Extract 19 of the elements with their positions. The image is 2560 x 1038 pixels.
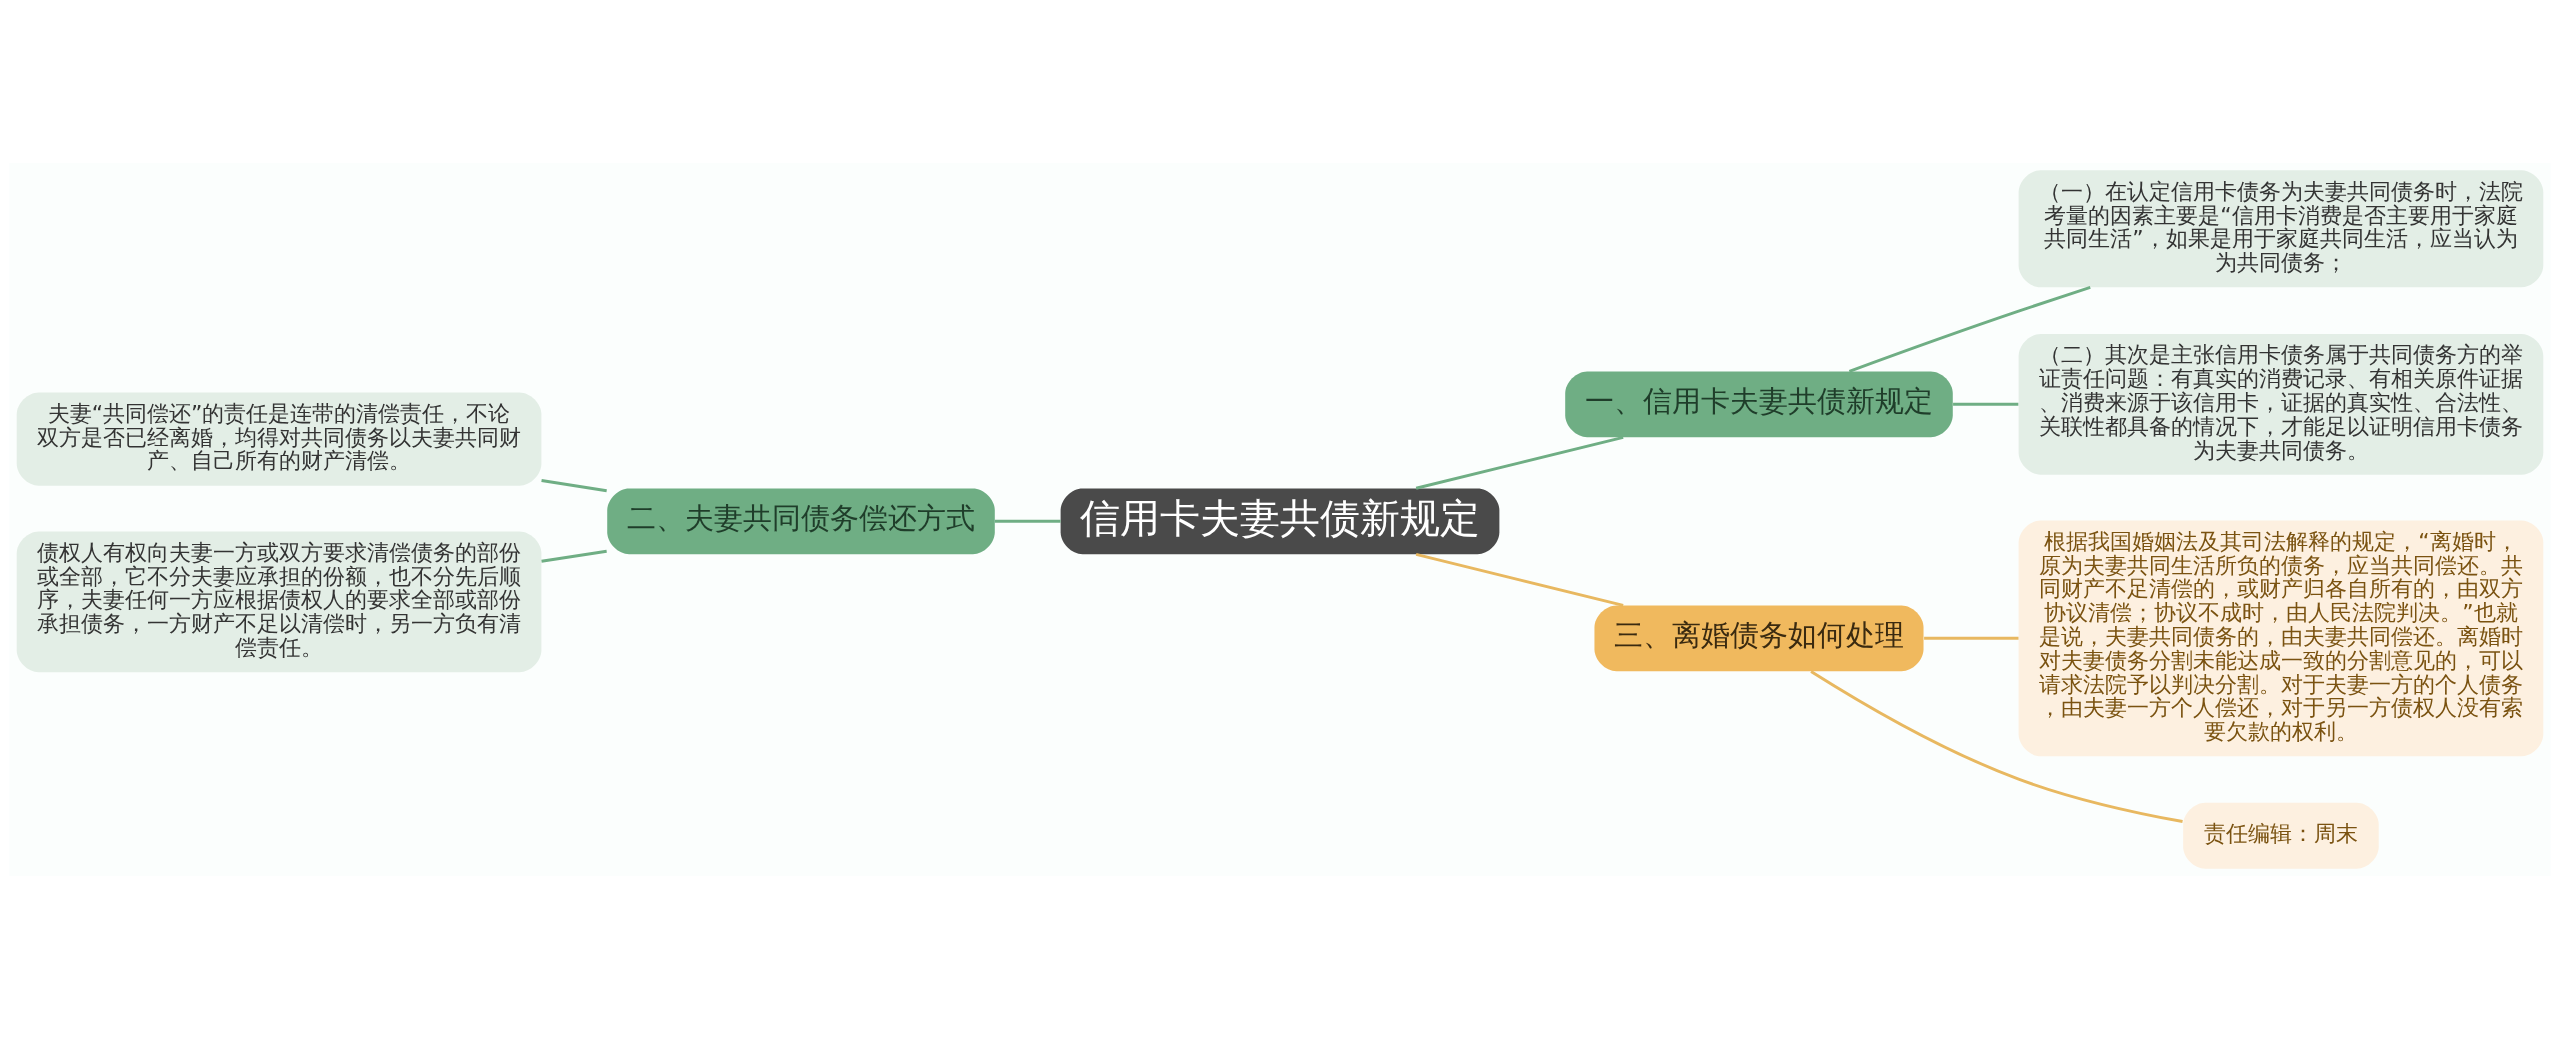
connector xyxy=(541,549,607,563)
node-box: 根据我国婚姻法及其司法解释的规定，“离婚时，原为夫妻共同生活所负的债务，应当共同偿还。共同财产不足清偿的，或财产归各自所有的，由双方协议清偿；协议不成时，由人民法院判决。”也就是说，夫妻共同债务的，由夫妻共同偿还。离婚时对夫妻债务分割未能达成一致的分割意见的，可以请求法院予以判决分割。对于夫妻一方的个人债务，由夫妻一方个人偿还，对于另一方债权人没有索要欠款的权利。 xyxy=(2018,519,2544,756)
connector xyxy=(1415,552,1624,607)
connector xyxy=(994,519,1061,523)
connector xyxy=(1810,669,2183,823)
node-box: （二）其次是主张信用卡债务属于共同债务方的举证责任问题：有真实的消费记录、有相关原件证据、消费来源于该信用卡，证据的真实性、合法性、关联性都具备的情况下，才能足以证明信用卡债务为夫妻共同债务。 xyxy=(2018,333,2544,475)
node-box: 二、夫妻共同债务偿还方式 xyxy=(607,487,995,554)
node-box: （一）在认定信用卡债务为夫妻共同债务时，法院考量的因素主要是“信用卡消费是否主要用于家庭共同生活”，如果是用于家庭共同生活，应当认为为共同债务； xyxy=(2018,169,2544,287)
node-box: 信用卡夫妻共债新规定 xyxy=(1060,487,1500,554)
node-box: 债权人有权向夫妻一方或双方要求清偿债务的部份或全部，它不分夫妻应承担的份额，也不分先后顺序，夫妻任何一方应根据债权人的要求全部或部份承担债务，一方财产不足以清偿时，另一方负有清偿责任。 xyxy=(16,530,542,672)
node-box: 夫妻“共同偿还”的责任是连带的清偿责任，不论双方是否已经离婚，均得对共同债务以夫妻共同财产、自己所有的财产清偿。 xyxy=(16,391,542,486)
node-box: 责任编辑：周末 xyxy=(2183,802,2379,869)
connector xyxy=(1415,435,1624,490)
node-box: 一、信用卡夫妻共债新规定 xyxy=(1565,370,1953,437)
connector xyxy=(1848,285,2091,373)
connector xyxy=(1953,402,2019,406)
node-box: 三、离婚债务如何处理 xyxy=(1594,604,1924,671)
connector xyxy=(541,478,607,492)
connector xyxy=(1924,636,2019,640)
